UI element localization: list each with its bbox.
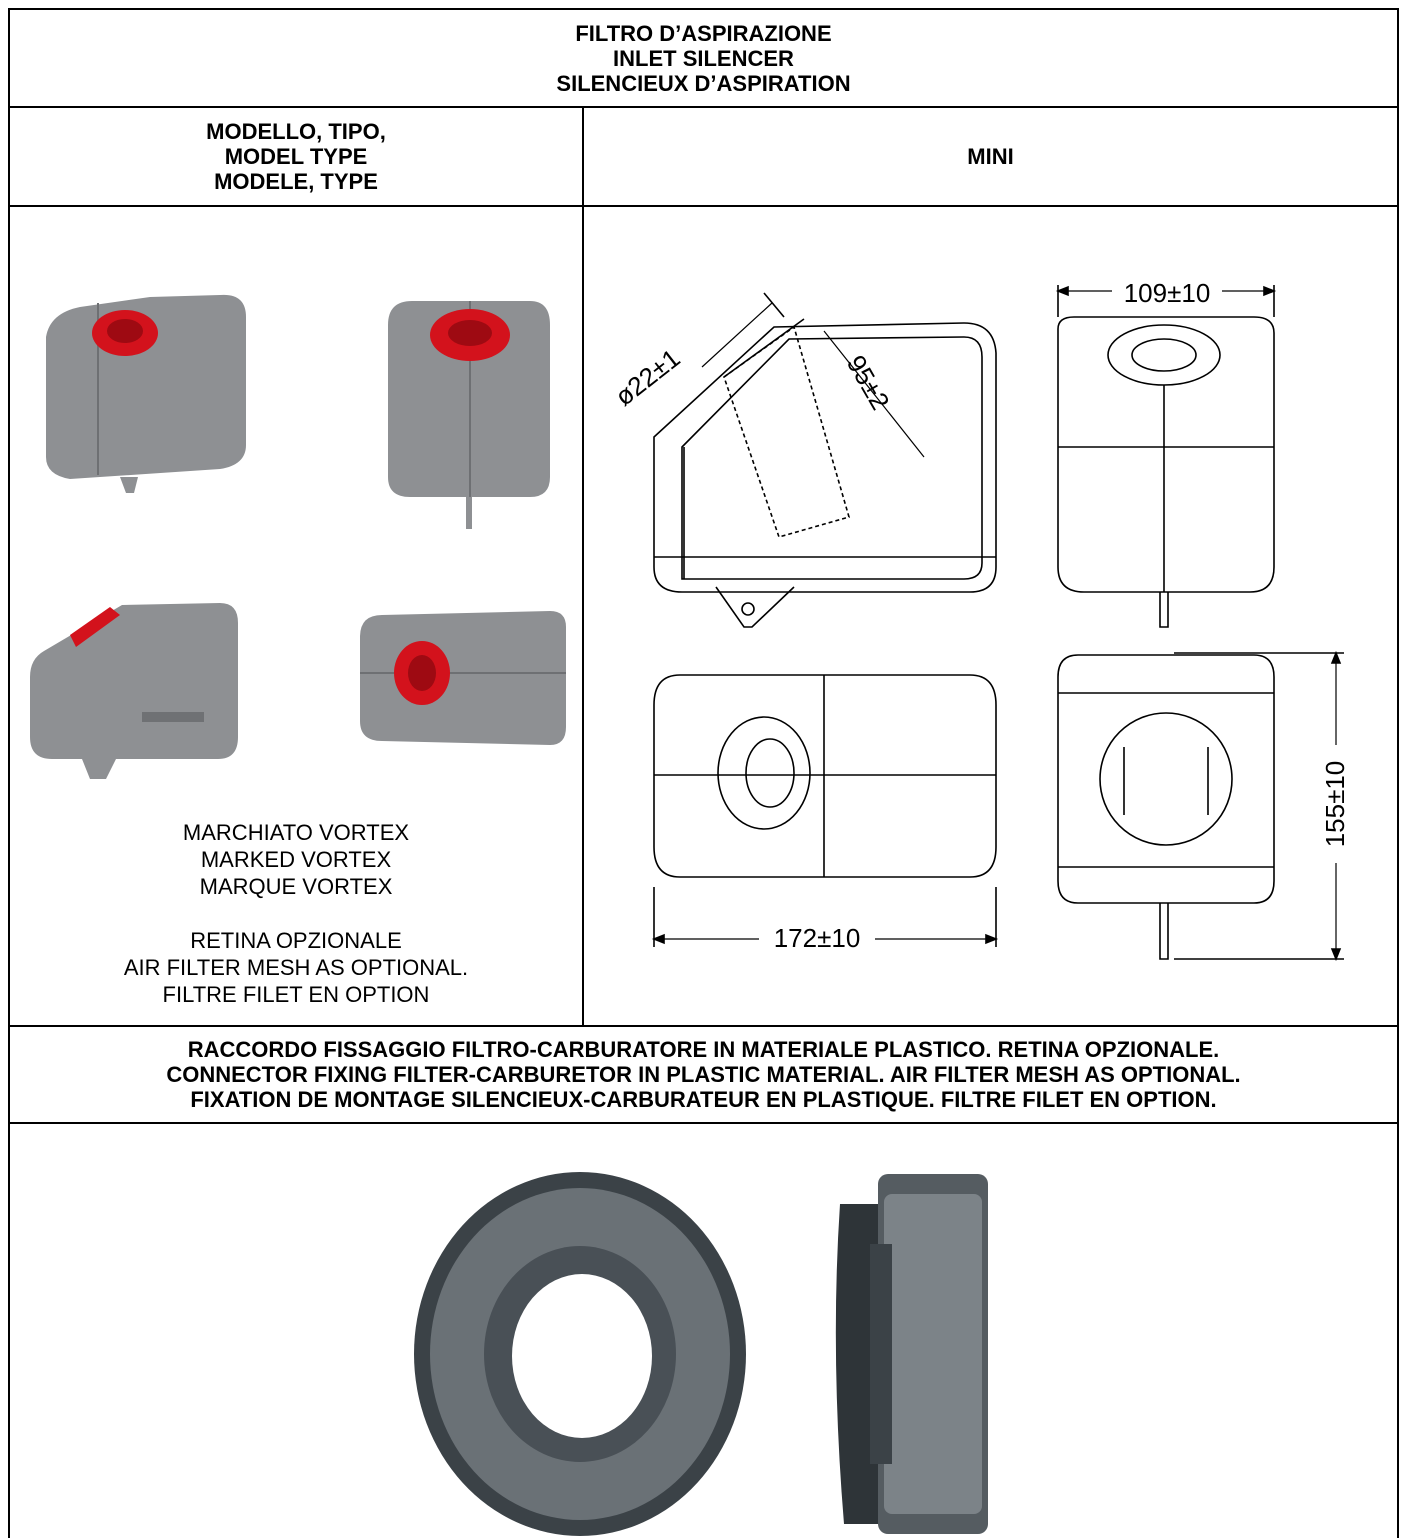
drawing-top-view: 172±10 — [651, 674, 999, 953]
connector-photo-front — [414, 1172, 746, 1536]
mesh-fr: FILTRE FILET EN OPTION — [162, 982, 430, 1007]
drawing-front-view: 109±10 — [1055, 275, 1277, 628]
drawing-cell: ø22±1 95±2 109±10 — [584, 207, 1397, 1025]
connector-photo-side — [835, 1174, 988, 1534]
filter-photo-front — [388, 301, 550, 529]
drawing-bottom-view: 155±10 — [1057, 650, 1352, 962]
connector-desc-it: RACCORDO FISSAGGIO FILTRO-CARBURATORE IN… — [187, 1037, 1220, 1062]
connector-row: RACCORDO FISSAGGIO FILTRO-CARBURATORE IN… — [10, 1027, 1397, 1124]
connector-desc-en: CONNECTOR FIXING FILTER-CARBURETOR IN PL… — [166, 1062, 1241, 1087]
model-label-it: MODELLO, TIPO, — [206, 119, 386, 144]
marking-fr: MARQUE VORTEX — [199, 874, 393, 899]
title-line-en: INLET SILENCER — [613, 45, 794, 71]
model-label-en: MODEL TYPE — [224, 144, 368, 169]
title-line-fr: SILENCIEUX D’ASPIRATION — [556, 70, 851, 96]
photos-cell: MARCHIATO VORTEX MARKED VORTEX MARQUE VO… — [10, 207, 584, 1025]
model-label-cell: MODELLO, TIPO, MODEL TYPE MODELE, TYPE — [10, 108, 584, 205]
connector-photos — [414, 1172, 988, 1536]
product-row: MARCHIATO VORTEX MARKED VORTEX MARQUE VO… — [10, 207, 1397, 1027]
marking-it: MARCHIATO VORTEX — [182, 820, 410, 845]
title-row: FILTRO D’ASPIRAZIONE INLET SILENCER SILE… — [10, 10, 1397, 108]
marking-en: MARKED VORTEX — [200, 847, 392, 872]
dim-depth-label: 172±10 — [774, 923, 861, 953]
filter-photo-angled — [46, 294, 246, 493]
dim-height-label: 155±10 — [1320, 761, 1350, 848]
model-value-cell: MINI — [584, 108, 1397, 205]
filter-photo-top — [360, 611, 566, 745]
model-value: MINI — [967, 144, 1014, 169]
product-notes: MARCHIATO VORTEX MARKED VORTEX MARQUE VO… — [10, 819, 582, 1008]
filter-photo-side — [30, 603, 238, 779]
dim-length-label: 95±2 — [841, 350, 896, 415]
mesh-en: AIR FILTER MESH AS OPTIONAL. — [123, 955, 469, 980]
connector-desc-fr: FIXATION DE MONTAGE SILENCIEUX-CARBURATE… — [190, 1087, 1217, 1112]
title-line-it: FILTRO D’ASPIRAZIONE — [575, 20, 832, 46]
product-photos — [30, 294, 566, 779]
model-label-fr: MODELE, TYPE — [214, 169, 378, 194]
technical-drawing: ø22±1 95±2 109±10 — [609, 275, 1352, 962]
dim-width-label: 109±10 — [1124, 278, 1211, 308]
drawing-side-view: ø22±1 95±2 — [609, 292, 997, 628]
model-row: MODELLO, TIPO, MODEL TYPE MODELE, TYPE M… — [10, 108, 1397, 207]
dim-diameter-label: ø22±1 — [609, 343, 685, 412]
mesh-it: RETINA OPZIONALE — [190, 928, 402, 953]
connector-photo-row — [10, 1124, 1397, 1538]
spec-sheet: FILTRO D’ASPIRAZIONE INLET SILENCER SILE… — [8, 8, 1399, 1538]
